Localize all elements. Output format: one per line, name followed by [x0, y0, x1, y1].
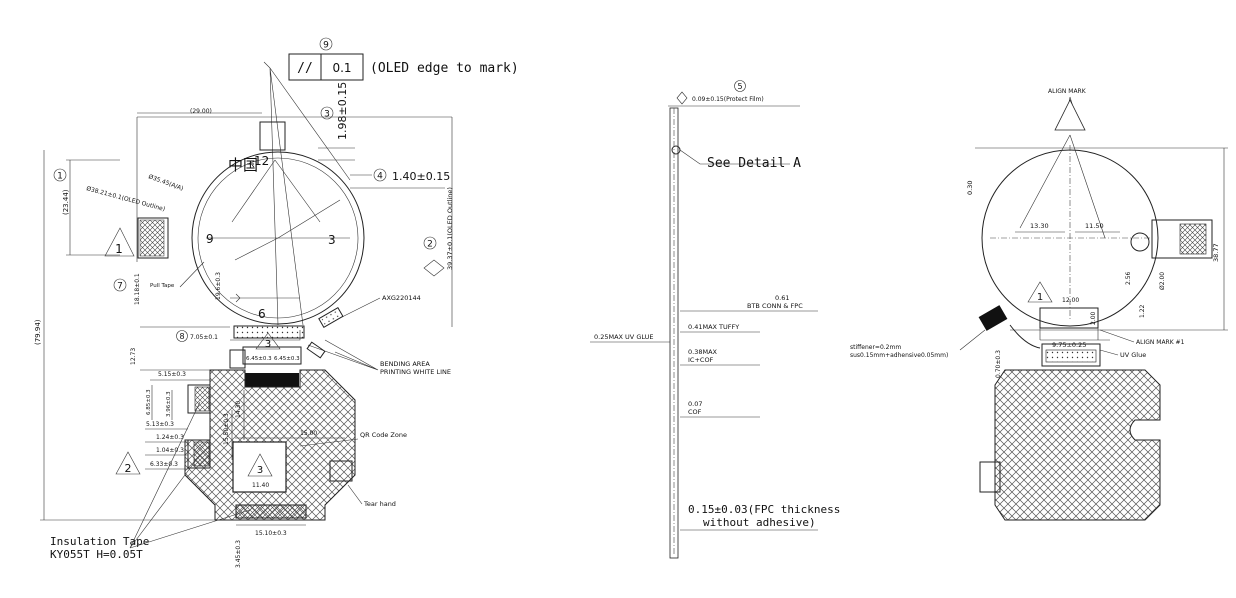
dim-633: 6.33±0.3 — [150, 461, 178, 468]
axg-part: AXG220144 — [382, 294, 421, 302]
dim-140: 1.40±0.15 — [392, 170, 450, 183]
parallel-symbol: // — [297, 61, 313, 76]
dim-3821: Ø38.21±0.1(OLED Outline) — [85, 185, 165, 213]
dim-513: 5.13±0.3 — [146, 421, 174, 428]
triangle1-number: 1 — [1037, 292, 1043, 303]
dim-1963: 19.6±0.3 — [215, 272, 222, 300]
item3-number: 3 — [324, 110, 330, 120]
dim-645b: 6.45±0.3 — [274, 356, 300, 362]
tuffy-label: 0.41MAX TUFFY — [688, 323, 739, 331]
printing-white-line: PRINTING WHITE LINE — [380, 368, 451, 376]
pull-tape-label: Pull Tape — [150, 283, 175, 289]
item4-number: 4 — [377, 172, 383, 182]
dim-1550: 15.50±0.3 — [223, 413, 230, 445]
dim-198: 1.98±0.15 — [336, 82, 349, 140]
dim-1818: 18.18±0.1 — [134, 273, 141, 305]
item7-number: 7 — [117, 282, 123, 292]
item1-number: 1 — [57, 172, 63, 182]
label-9: 9 — [206, 232, 214, 246]
insulation-tape: Insulation Tape — [50, 535, 149, 548]
tear-hand: Tear hand — [363, 500, 396, 508]
dim-1150: 11.50 — [1085, 222, 1104, 230]
align-mark-note: ALIGN MARK #1 — [1136, 339, 1185, 346]
dim-1330: 13.30 — [1030, 222, 1049, 230]
dim-1510: 15.10±0.3 — [255, 530, 287, 537]
cof-label: COF — [688, 408, 702, 416]
tolerance-value: 0.1 — [332, 61, 351, 75]
stiffener-2: sus0.15mm+adhensive0.05mm) — [850, 352, 948, 359]
dim-phi: Ø2.00 — [1159, 272, 1166, 290]
dim-3877: 38.77 — [1212, 243, 1220, 262]
middle-view: 5 0.09±0.15(Protect Film) See Detail A 0… — [590, 80, 840, 559]
triangle2-number: 2 — [125, 462, 132, 475]
parallelism-callout: 9 // 0.1 (OLED edge to mark) — [263, 37, 519, 326]
dim-030: 0.30 — [966, 181, 974, 195]
bending-area: BENDING AREA — [380, 360, 430, 368]
ic-cof-label: IC+COF — [688, 356, 714, 364]
qr-code-zone: QR Code Zone — [360, 431, 407, 439]
triangle1-number: 1 — [115, 242, 123, 256]
dim-396: 3.96±0.3 — [166, 391, 172, 417]
dim-515: 5.15±0.3 — [158, 371, 186, 378]
stiffener-1: stiffener=0.2mm — [850, 344, 901, 351]
protect-film: 0.09±0.15(Protect Film) — [692, 96, 764, 103]
label-6: 6 — [258, 307, 266, 321]
dim-256: 2.56 — [1125, 271, 1132, 285]
without-adhesive: without adhesive) — [703, 516, 816, 529]
dim-200: 2.00 — [1090, 311, 1097, 325]
dim-124: 1.24±0.3 — [156, 434, 184, 441]
dim-975: 9.75±0.25 — [1052, 341, 1086, 349]
dim-122: 1.22 — [1139, 304, 1146, 318]
dim-7994: (79.94) — [34, 319, 42, 345]
label-3: 3 — [328, 233, 336, 247]
fpc-thickness: 0.15±0.03(FPC thickness — [688, 503, 840, 516]
insulation-spec: KY055T H=0.05T — [50, 548, 143, 561]
dim-038: 0.38MAX — [688, 348, 718, 356]
see-detail: See Detail A — [707, 156, 801, 171]
dim-104: 1.04±0.3 — [156, 447, 184, 454]
dim-685: 6.85±0.3 — [146, 389, 152, 415]
parallel-note: (OLED edge to mark) — [370, 61, 519, 76]
uv-glue-right: UV Glue — [1120, 351, 1146, 359]
uv-glue-label: 0.25MAX UV GLUE — [594, 333, 654, 341]
item9-number: 9 — [323, 41, 329, 51]
label-12: 12 — [254, 154, 269, 168]
dim-0704: 0.70±0.3 — [995, 350, 1002, 378]
dim-1200: 12.00 — [1062, 297, 1079, 304]
dim-705: 7.05±0.1 — [190, 334, 218, 341]
left-view: 9 // 0.1 (OLED edge to mark) 3 1.98±0.15… — [34, 37, 519, 568]
dim-1273: 12.73 — [130, 348, 137, 365]
dim-2900: (29.00) — [190, 108, 212, 115]
dim-345: 3.45±0.3 — [235, 540, 242, 568]
dim-1500: 15.00 — [300, 430, 317, 437]
btb-conn: BTB CONN & FPC — [747, 302, 803, 310]
dim-645a: 6.45±0.3 — [246, 356, 272, 362]
align-mark-top: ALIGN MARK — [1048, 88, 1087, 95]
dim-1140: 11.40 — [252, 482, 269, 489]
dim-061: 0.61 — [775, 294, 789, 302]
dim-2344: (23.44) — [62, 189, 70, 215]
triangle3b-number: 3 — [257, 465, 263, 476]
item2-number: 2 — [427, 240, 433, 250]
label-12-top: 中国 — [228, 156, 258, 174]
dim-3937: 39.37±0.1(OLED Outline) — [446, 187, 454, 270]
item8-number: 8 — [179, 332, 184, 341]
item5-number: 5 — [737, 82, 742, 91]
dim-007: 0.07 — [688, 400, 702, 408]
triangle3a-number: 3 — [265, 339, 271, 350]
dim-1430: 14.30 — [235, 401, 242, 418]
right-view: ALIGN MARK 38.77 0.30 13.30 11.50 2.56 Ø… — [850, 88, 1228, 521]
dim-3545: Ø35.45(A/A) — [147, 173, 184, 192]
